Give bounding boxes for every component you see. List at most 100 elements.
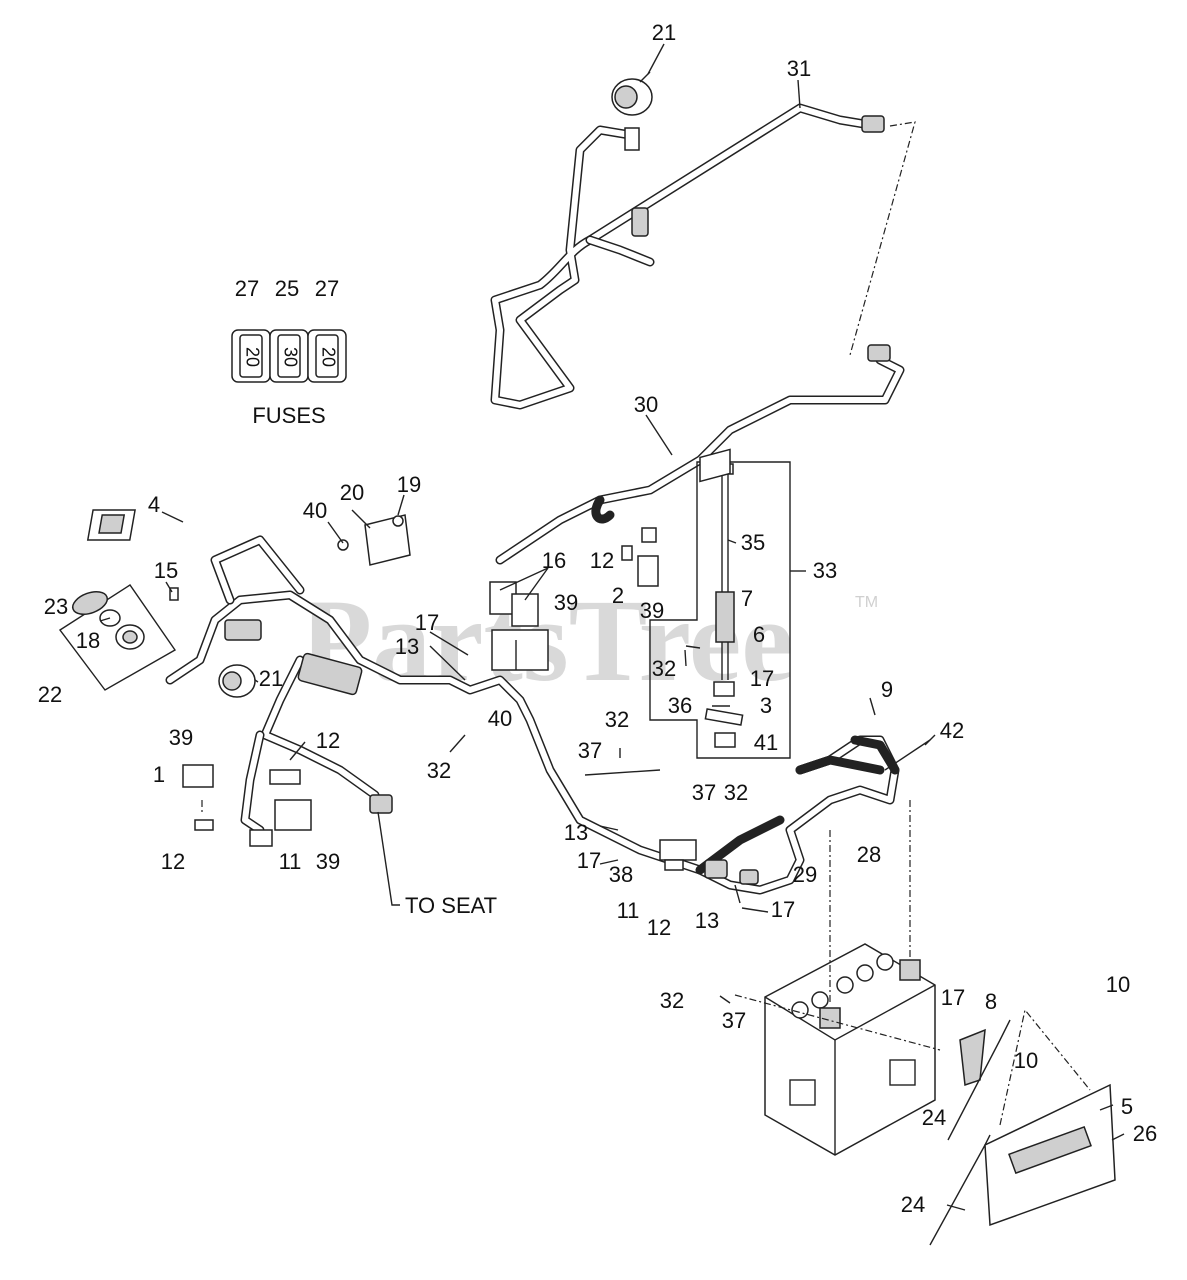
to-seat-label: TO SEAT <box>405 893 497 918</box>
callout-40-top: 40 <box>303 498 327 523</box>
callout-26: 26 <box>1133 1121 1157 1146</box>
callout-6: 6 <box>753 622 765 647</box>
callout-4: 4 <box>148 492 160 517</box>
fuses-caption: FUSES <box>252 403 325 428</box>
callout-3: 3 <box>760 693 772 718</box>
callout-27-left: 27 <box>235 276 259 301</box>
callout-29: 29 <box>793 862 817 887</box>
callout-28: 28 <box>857 842 881 867</box>
callout-10-lower: 10 <box>1014 1048 1038 1073</box>
callout-16: 16 <box>542 548 566 573</box>
callout-17-left: 17 <box>415 610 439 635</box>
callout-19: 19 <box>397 472 421 497</box>
callout-37-battery: 37 <box>722 1008 746 1033</box>
callout-38: 38 <box>609 862 633 887</box>
relays-16 <box>489 581 549 671</box>
callout-36: 36 <box>668 693 692 718</box>
callout-7: 7 <box>741 586 753 611</box>
hour-meter-group-22 <box>58 584 179 691</box>
bracket-20 <box>337 514 411 566</box>
key-switch-4 <box>86 509 136 541</box>
callout-9: 9 <box>881 677 893 702</box>
callout-20: 20 <box>340 480 364 505</box>
callout-32-left: 32 <box>427 758 451 783</box>
callout-17-center: 17 <box>577 848 601 873</box>
relay-2 <box>621 527 659 587</box>
callout-24-upper: 24 <box>922 1105 946 1130</box>
callout-13-left: 13 <box>395 634 419 659</box>
callout-12-top: 12 <box>590 548 614 573</box>
callout-2: 2 <box>612 583 624 608</box>
callout-39-left: 39 <box>169 725 193 750</box>
fuse-27-right: 20 <box>307 329 347 383</box>
fuses: 20 30 20 FUSES <box>231 329 347 428</box>
upper-harness-31 <box>490 103 885 410</box>
callout-10-top: 10 <box>1106 972 1130 997</box>
assembly-33 <box>649 448 791 759</box>
rod-24-upper <box>947 1019 1011 1141</box>
connection-line-31-30 <box>849 121 916 356</box>
rod-24-lower <box>929 1134 991 1246</box>
fuse-value-middle: 30 <box>280 347 300 367</box>
callout-27-right: 27 <box>315 276 339 301</box>
horn-21-lower <box>218 664 256 698</box>
fuse-25-middle: 30 <box>269 329 309 383</box>
callout-32-right: 32 <box>724 780 748 805</box>
callout-8: 8 <box>985 989 997 1014</box>
callout-21-top: 21 <box>652 20 676 45</box>
callout-42: 42 <box>940 718 964 743</box>
switch-11-left <box>249 769 312 847</box>
callout-18: 18 <box>76 628 100 653</box>
callout-5: 5 <box>1121 1094 1133 1119</box>
leader-lines <box>99 43 1125 1211</box>
callout-17-right: 17 <box>771 897 795 922</box>
callout-39-mid: 39 <box>640 598 664 623</box>
battery-plate-26 <box>984 1008 1116 1227</box>
fuse-value-right: 20 <box>318 347 338 367</box>
connection-line-bolt <box>734 994 941 1051</box>
callout-12-bottom-right: 12 <box>647 915 671 940</box>
callout-39-bottom: 39 <box>316 849 340 874</box>
callout-17-battery: 17 <box>941 985 965 1010</box>
callout-21-lower: 21 <box>259 666 283 691</box>
to-seat-leader <box>377 811 400 906</box>
callout-23: 23 <box>44 594 68 619</box>
callout-24-lower: 24 <box>901 1192 925 1217</box>
callout-12-left: 12 <box>316 728 340 753</box>
switch-11-right <box>659 839 697 871</box>
callout-39-relay: 39 <box>554 590 578 615</box>
horn-21-top <box>611 71 653 116</box>
battery <box>764 943 936 1156</box>
cable-42 <box>884 739 931 771</box>
callout-30: 30 <box>634 392 658 417</box>
callout-32-battery: 32 <box>660 988 684 1013</box>
callout-15: 15 <box>154 558 178 583</box>
fuse-value-left: 20 <box>242 347 262 367</box>
callout-37-right: 37 <box>692 780 716 805</box>
callout-41: 41 <box>754 730 778 755</box>
watermark-tm: TM <box>855 594 878 611</box>
callout-32-assembly: 32 <box>652 656 676 681</box>
terminal-boot-8 <box>959 1028 986 1087</box>
callout-17-assembly: 17 <box>750 666 774 691</box>
callout-11-right: 11 <box>617 898 640 923</box>
cable-thin <box>584 769 661 776</box>
callout-11-left: 11 <box>279 849 302 874</box>
callout-13-center: 13 <box>564 820 588 845</box>
callout-13-right: 13 <box>695 908 719 933</box>
switch-1 <box>182 764 214 831</box>
cable-9 <box>850 735 900 775</box>
callouts: 21 31 27 25 27 30 4 40 20 19 16 35 33 12… <box>38 20 1157 1217</box>
callout-37-center: 37 <box>578 738 602 763</box>
callout-12-bottom-left: 12 <box>161 849 185 874</box>
left-harness <box>165 535 900 895</box>
fuse-27-left: 20 <box>231 329 271 383</box>
callout-32-center: 32 <box>605 707 629 732</box>
callout-35: 35 <box>741 530 765 555</box>
callout-1: 1 <box>153 762 165 787</box>
callout-22: 22 <box>38 682 62 707</box>
callout-25: 25 <box>275 276 299 301</box>
callout-40-lower: 40 <box>488 706 512 731</box>
callout-33: 33 <box>813 558 837 583</box>
